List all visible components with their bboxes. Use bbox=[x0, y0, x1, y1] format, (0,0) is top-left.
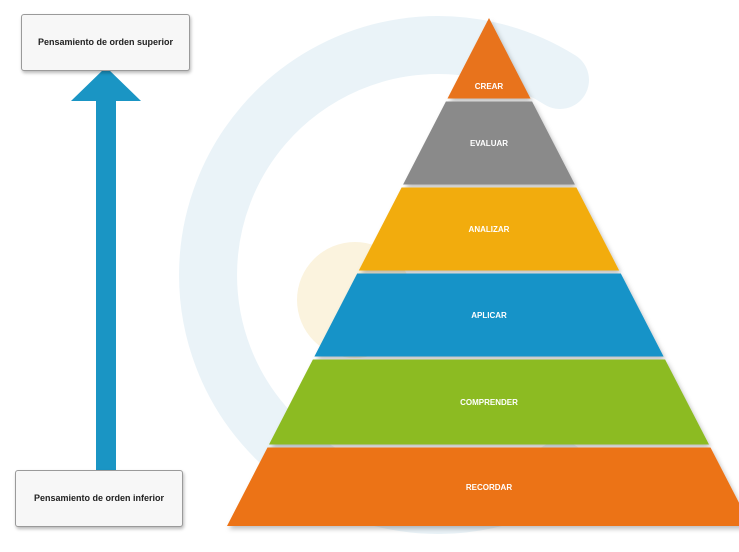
pyramid-level-label: APLICAR bbox=[471, 311, 507, 320]
pyramid bbox=[227, 18, 739, 526]
up-arrow-icon bbox=[71, 67, 141, 482]
pyramid-level-label: RECORDAR bbox=[466, 483, 512, 492]
lower-order-thinking-text: Pensamiento de orden inferior bbox=[33, 493, 165, 503]
pyramid-level-label: EVALUAR bbox=[470, 139, 508, 148]
pyramid-level-crear bbox=[447, 18, 531, 99]
higher-order-thinking-label: Pensamiento de orden superior bbox=[21, 14, 190, 71]
pyramid-level-evaluar bbox=[403, 101, 575, 185]
lower-order-thinking-label: Pensamiento de orden inferior bbox=[15, 470, 183, 527]
pyramid-level-comprender bbox=[269, 359, 709, 445]
pyramid-level-label: ANALIZAR bbox=[469, 225, 510, 234]
arrow-head bbox=[71, 67, 141, 101]
arrow-shaft bbox=[96, 98, 116, 482]
pyramid-labels: CREAR EVALUAR ANALIZAR APLICAR COMPRENDER REC… bbox=[460, 82, 518, 492]
pyramid-level-analizar bbox=[358, 187, 620, 271]
pyramid-level-label: CREAR bbox=[475, 82, 504, 91]
higher-order-thinking-text: Pensamiento de orden superior bbox=[37, 37, 174, 47]
pyramid-level-label: COMPRENDER bbox=[460, 398, 518, 407]
pyramid-level-recordar bbox=[227, 447, 739, 526]
pyramid-level-aplicar bbox=[314, 273, 664, 357]
